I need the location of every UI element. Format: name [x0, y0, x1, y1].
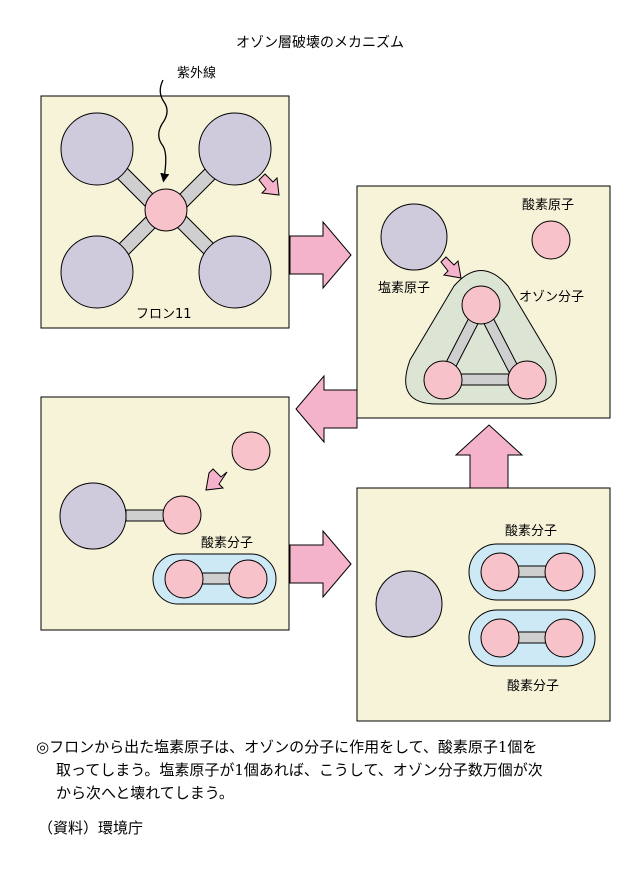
ozone-bonds — [439, 307, 523, 386]
ozone-oxygen-atom-right — [507, 360, 547, 400]
oxygen-molecule-atom-3b — [544, 618, 584, 658]
freon-chlorine-atom-br — [198, 235, 272, 309]
caption-line-2: 取ってしまう。塩素原子が1個あれば、こうして、オゾン分子数万個が次 — [56, 761, 543, 779]
oxygen-atom-panel2 — [531, 220, 571, 260]
ozone-oxygen-atom-top — [461, 285, 501, 325]
oxygen-molecule-atom-1a — [164, 559, 204, 599]
free-oxygen-atom-panel3 — [231, 431, 271, 471]
page-title: オゾン層破壊のメカニズム — [236, 35, 404, 51]
ozone-molecule-label: オゾン分子 — [519, 290, 584, 305]
approach-arrow-icon — [205, 468, 228, 491]
oxygen-molecule-atom-1b — [228, 559, 268, 599]
release-arrow-icon — [258, 173, 280, 196]
caption: ◎フロンから出た塩素原子は、オゾンの分子に作用をして、酸素原子1個を 取ってしま… — [36, 736, 626, 805]
oxygen-molecule-label-2: 酸素分子 — [505, 524, 557, 539]
freon-label: フロン11 — [136, 307, 192, 322]
arrow-left-middle — [295, 374, 358, 444]
freon-carbon-atom — [144, 188, 188, 232]
chlorine-atom-panel3 — [59, 482, 127, 550]
oxygen-molecule-atom-3a — [480, 618, 520, 658]
caption-line-3: から次へと壊れてしまう。 — [56, 784, 234, 802]
chlorine-atom-panel2 — [380, 203, 448, 271]
oxygen-molecule-label-3: 酸素分子 — [507, 679, 559, 694]
arrow-right-top — [289, 220, 352, 290]
uv-label: 紫外線 — [177, 65, 216, 81]
chlorine-oxide-bond — [125, 509, 169, 522]
chlorine-atom-label: 塩素原子 — [378, 281, 430, 296]
oxygen-molecule-atom-2b — [544, 552, 584, 592]
freon-chlorine-atom-tl — [60, 112, 134, 186]
oxygen-atom-label: 酸素原子 — [522, 198, 574, 213]
ozone-oxygen-atom-left — [423, 360, 463, 400]
oxygen-molecule-label-1: 酸素分子 — [201, 536, 253, 551]
chlorine-atom-panel4 — [375, 570, 443, 638]
arrow-right-bottom — [289, 529, 352, 599]
caption-line-1: ◎フロンから出た塩素原子は、オゾンの分子に作用をして、酸素原子1個を — [36, 738, 538, 756]
oxygen-molecule-atom-2a — [480, 552, 520, 592]
freon-chlorine-atom-tr — [198, 112, 272, 186]
attack-arrow-icon — [440, 256, 462, 279]
uv-arrow — [158, 79, 170, 183]
arrow-up-right — [454, 424, 524, 489]
freon-chlorine-atom-bl — [60, 235, 134, 309]
bound-oxygen-atom-panel3 — [162, 495, 202, 535]
source-note: （資料）環境庁 — [38, 819, 144, 837]
